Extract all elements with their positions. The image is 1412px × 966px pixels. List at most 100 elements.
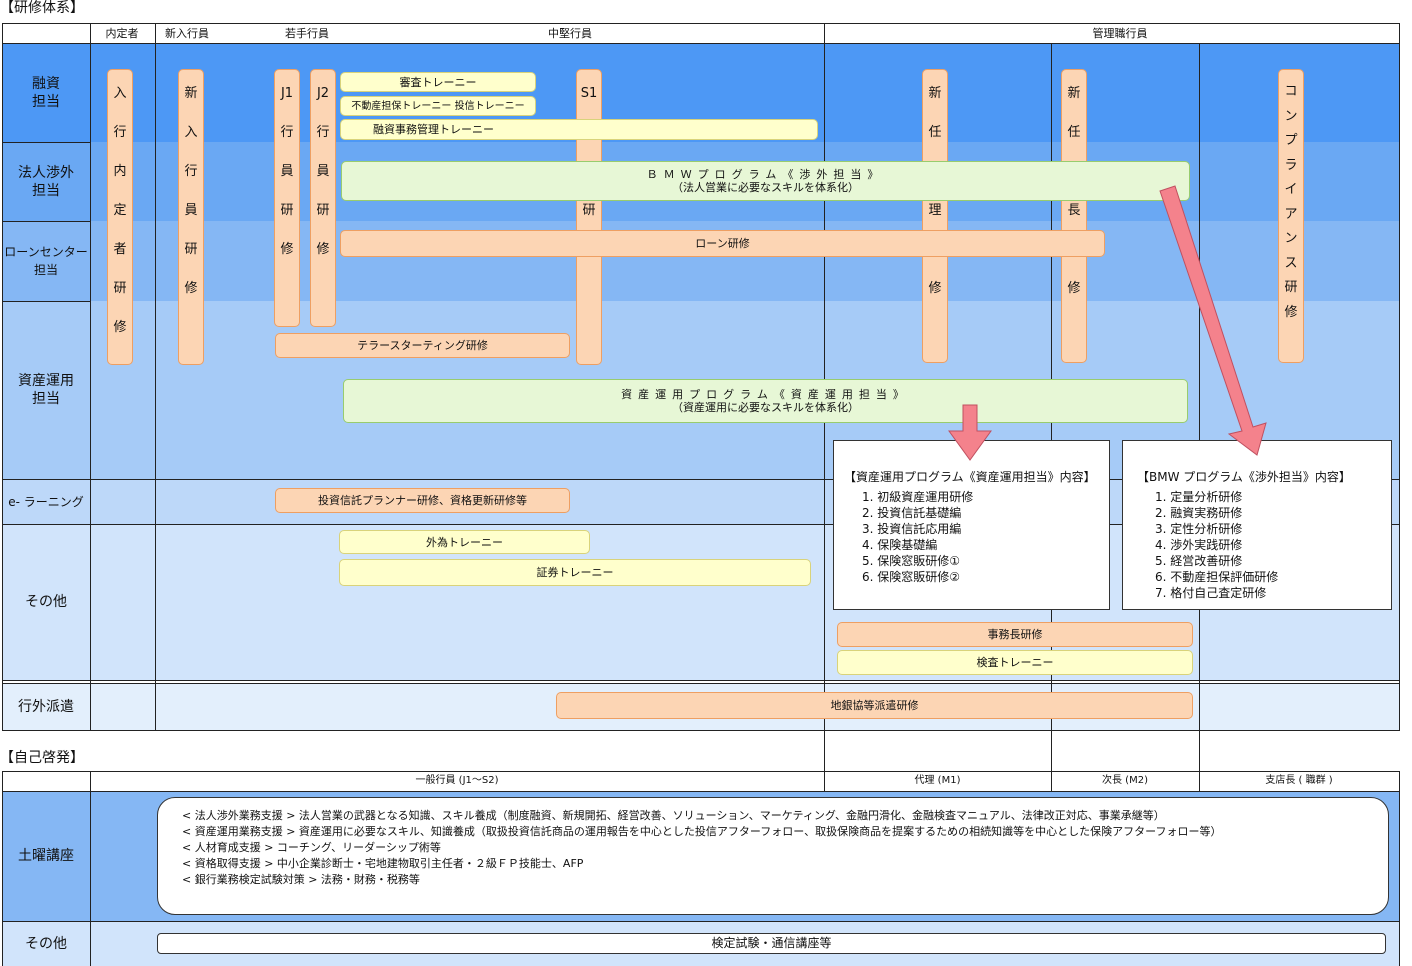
bar-kentei-tsushin: 検定試験・通信講座等 bbox=[157, 933, 1386, 954]
pill-shinnyu-text: 新入行員研修 bbox=[179, 84, 203, 318]
arrow-down-shisan bbox=[948, 404, 992, 461]
pill-s1-head: S1 bbox=[580, 86, 598, 101]
self-header-shitencho: 支店長 ( 職群 ) bbox=[1265, 775, 1333, 786]
bar-yushi-jimu-trainee: 融資事務管理トレーニー bbox=[340, 119, 818, 140]
row-label-sonota: その他 bbox=[25, 594, 67, 610]
bar-chigin-haken: 地銀協等派遣研修 bbox=[556, 692, 1193, 719]
vertical-char: 研 bbox=[280, 203, 294, 218]
vertical-char: イ bbox=[1284, 182, 1298, 197]
bar-jimucho-training: 事務長研修 bbox=[837, 622, 1193, 647]
shisan-box-item: 1. 初級資産運用研修 bbox=[862, 490, 974, 504]
bmw-box-item: 2. 融資実務研修 bbox=[1155, 506, 1243, 520]
row-label-hojin: 法人渉外 担当 bbox=[18, 164, 74, 199]
doyo-koza-content: < 法人渉外業務支援 > 法人営業の武器となる知識、スキル養成（制度融資、新規開… bbox=[157, 797, 1389, 915]
vertical-char: 任 bbox=[1067, 125, 1081, 140]
pill-s1-training: S1行員研修 bbox=[576, 69, 602, 365]
bmw-box-title: 【BMW プログラム《渉外担当》内容】 bbox=[1137, 470, 1351, 484]
header-kanri: 管理職行員 bbox=[1092, 27, 1148, 40]
bmw-box-item: 3. 定性分析研修 bbox=[1155, 522, 1243, 536]
bar-kensa-trainee: 検査トレーニー bbox=[837, 650, 1193, 675]
header-chuken: 中堅行員 bbox=[548, 27, 592, 40]
row-label-shisan: 資産運用 担当 bbox=[18, 373, 74, 407]
pill-j2-text: 行員研修 bbox=[311, 123, 335, 279]
doyo-line: < 人材育成支援 > コーチング、リーダーシップ術等 bbox=[182, 841, 441, 854]
doyo-line: < 資産運用業務支援 > 資産運用に必要なスキル、知識養成（取扱投資信託商品の運… bbox=[182, 825, 1222, 838]
row-label-kogai: 行外派遣 bbox=[18, 698, 74, 715]
bar-shinsa-trainee: 審査トレーニー bbox=[340, 72, 536, 92]
row-label-yushi: 融資 担当 bbox=[32, 75, 60, 110]
header-shinnyu: 新入行員 bbox=[165, 27, 209, 40]
vertical-char: ア bbox=[1284, 206, 1298, 222]
bar-shisan-line1: 資産運用プログラム《資産運用担当》 bbox=[621, 388, 910, 401]
vertical-char: 内 bbox=[113, 164, 127, 179]
vertical-char: 修 bbox=[280, 242, 294, 257]
vertical-char: 修 bbox=[184, 281, 198, 296]
pill-dairi-training: 新任代理研修 bbox=[922, 69, 948, 363]
vertical-char: ン bbox=[1284, 108, 1298, 124]
shisan-box-item: 2. 投資信託基礎編 bbox=[862, 506, 962, 520]
arrow-bmw-to-box bbox=[1159, 185, 1267, 456]
bar-gaitame-trainee: 外為トレーニー bbox=[339, 530, 590, 554]
vertical-char: 修 bbox=[113, 320, 127, 335]
vertical-char: 修 bbox=[316, 242, 330, 257]
training-section-title: 【研修体系】 bbox=[0, 0, 84, 16]
bar-bmw-line2: （法人営業に必要なスキルを体系化） bbox=[672, 181, 859, 194]
pill-compliance-text: コンプライアンス研修 bbox=[1279, 82, 1303, 327]
bar-shoken-trainee: 証券トレーニー bbox=[339, 559, 811, 586]
self-row-label-doyo: 土曜講座 bbox=[18, 848, 74, 864]
vertical-char: ン bbox=[1284, 231, 1298, 246]
doyo-line: < 法人渉外業務支援 > 法人営業の武器となる知識、スキル養成（制度融資、新規開… bbox=[182, 809, 1165, 822]
pill-j1-head: J1 bbox=[280, 86, 294, 101]
doyo-line: < 銀行業務検定試験対策 > 法務・財務・税務等 bbox=[182, 873, 420, 886]
shisan-box-item: 5. 保険窓販研修① bbox=[862, 554, 961, 568]
vertical-char: 入 bbox=[113, 86, 127, 101]
bmw-box-item: 1. 定量分析研修 bbox=[1155, 490, 1243, 504]
bar-fudosan-trainee: 不動産担保トレーニー 投信トレーニー bbox=[340, 96, 536, 116]
vertical-char: 研 bbox=[113, 281, 127, 296]
shisan-program-content-box: 【資産運用プログラム《資産運用担当》内容】 1. 初級資産運用研修 2. 投資信… bbox=[833, 440, 1110, 610]
bmw-box-item: 5. 経営改善研修 bbox=[1155, 554, 1243, 568]
vertical-char: 員 bbox=[280, 164, 294, 179]
vertical-char: 研 bbox=[184, 242, 198, 257]
self-header-ippan: 一般行員 (J1〜S2) bbox=[415, 775, 499, 786]
pill-naiteisha-training: 入行内定者研修 bbox=[107, 69, 133, 365]
vertical-char: 理 bbox=[928, 203, 942, 218]
vertical-char: 行 bbox=[316, 125, 330, 140]
vertical-char: 行 bbox=[113, 125, 127, 140]
bar-teller-training: テラースターティング研修 bbox=[275, 333, 570, 358]
vertical-char: 新 bbox=[928, 86, 942, 101]
row-label-elearning: e- ラーニング bbox=[8, 494, 84, 509]
row-label-loan: ローンセンター 担当 bbox=[4, 245, 88, 277]
vertical-char: 員 bbox=[316, 164, 330, 179]
header-naiteisha: 内定者 bbox=[105, 27, 139, 40]
vertical-char: コ bbox=[1284, 84, 1298, 99]
shisan-box-item: 4. 保険基礎編 bbox=[862, 538, 938, 552]
vertical-char: 新 bbox=[184, 86, 198, 101]
shisan-box-item: 6. 保険窓販研修② bbox=[862, 570, 961, 584]
bar-loan-training: ローン研修 bbox=[340, 230, 1105, 257]
bar-toushin-planner: 投資信託プランナー研修、資格更新研修等 bbox=[275, 488, 570, 513]
vertical-char: 定 bbox=[113, 203, 127, 218]
vertical-char: 行 bbox=[280, 125, 294, 140]
bar-bmw-line1: ＢＭＷプログラム《渉外担当》 bbox=[646, 168, 885, 181]
vertical-char: 者 bbox=[113, 242, 127, 257]
pill-shinnyu-training: 新入行員研修 bbox=[178, 69, 204, 365]
bmw-box-item: 4. 渉外実践研修 bbox=[1155, 538, 1243, 552]
vertical-char: ス bbox=[1284, 255, 1298, 271]
vertical-char: 入 bbox=[184, 125, 198, 140]
vertical-char: 新 bbox=[1067, 86, 1081, 101]
vertical-char: プ bbox=[1284, 133, 1298, 148]
self-header-jicho: 次長 (M2) bbox=[1102, 775, 1148, 786]
pill-naiteisha-text: 入行内定者研修 bbox=[108, 84, 132, 357]
self-header-dairi: 代理 (M1) bbox=[914, 775, 961, 786]
vertical-char: 員 bbox=[184, 203, 198, 218]
bar-shisan-line2: （資産運用に必要なスキルを体系化） bbox=[672, 401, 859, 414]
vertical-char: 長 bbox=[1067, 203, 1081, 218]
vertical-char: 修 bbox=[1067, 281, 1081, 296]
self-row-label-sonota: その他 bbox=[25, 936, 67, 952]
vertical-char: ラ bbox=[1284, 157, 1298, 173]
vertical-char: 行 bbox=[184, 164, 198, 179]
vertical-char: 修 bbox=[928, 281, 942, 296]
